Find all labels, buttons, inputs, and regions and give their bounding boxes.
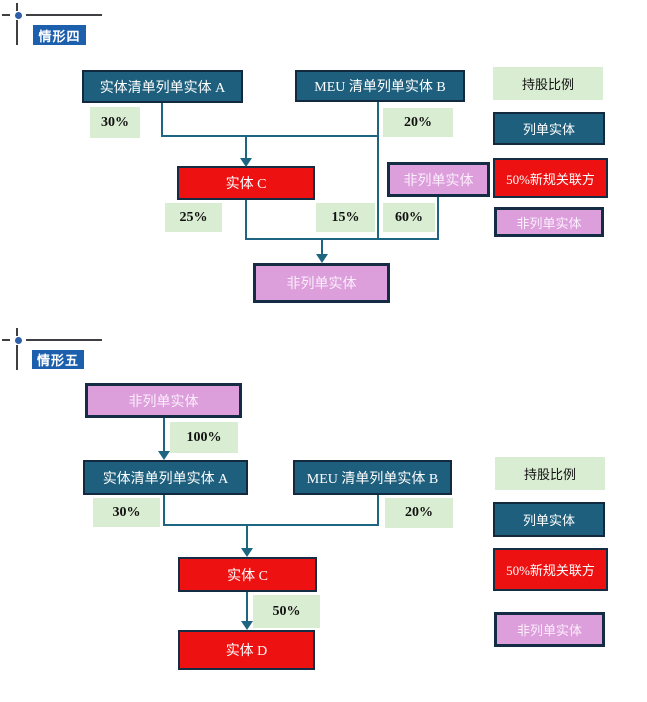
- s5-arrow-top-head-icon: [158, 451, 170, 460]
- s4-arrow-c-head-icon: [240, 158, 252, 167]
- mark-dot-icon: [15, 12, 22, 19]
- s4-connector-a-down: [161, 103, 163, 137]
- s5-entity-c-box: 实体 C: [178, 557, 317, 592]
- s5-arrow-d-stem: [246, 592, 248, 622]
- s5-legend-listed: 列单实体: [493, 502, 605, 537]
- s5-legend-unlisted: 非列单实体: [494, 612, 605, 647]
- s4-pct-b2: 15%: [316, 203, 375, 232]
- mark-dot-icon: [15, 337, 22, 344]
- mark-vline-bottom: [16, 20, 18, 45]
- s5-legend-rule50: 50%新规关联方: [493, 548, 608, 591]
- s4-unlisted-bottom-box: 非列单实体: [253, 263, 390, 303]
- s4-connector-bottom-h: [245, 238, 439, 240]
- s4-arrow-bottom-stem: [321, 238, 323, 255]
- s5-entity-a-box: 实体清单列单实体 A: [83, 460, 248, 495]
- s5-pct-top: 100%: [170, 422, 238, 453]
- mark-hline: [26, 14, 102, 16]
- mark-vline-top: [16, 3, 18, 11]
- s4-pct-a: 30%: [90, 107, 140, 138]
- s4-legend-unlisted: 非列单实体: [494, 207, 604, 237]
- s5-arrow-c-head-icon: [241, 548, 253, 557]
- mark-vline-bottom: [16, 345, 18, 370]
- s4-connector-b-down: [377, 102, 379, 239]
- s5-connector-h: [163, 524, 379, 526]
- s5-entity-b-box: MEU 清单列单实体 B: [293, 460, 452, 495]
- s5-pct-a: 30%: [93, 498, 160, 527]
- scenario4-title: 情形四: [33, 25, 86, 45]
- s5-connector-a-down: [163, 495, 165, 526]
- scenario5-title: 情形五: [32, 350, 84, 369]
- s4-legend-rule50: 50%新规关联方: [493, 158, 608, 198]
- s5-arrow-d-head-icon: [241, 621, 253, 630]
- mark-hline: [26, 339, 102, 341]
- s5-arrow-top-stem: [163, 418, 165, 452]
- s4-pct-c: 25%: [165, 203, 222, 232]
- s4-unlisted-right-box: 非列单实体: [387, 162, 490, 197]
- s4-connector-unlisted-down: [437, 197, 439, 240]
- s5-entity-d-box: 实体 D: [178, 630, 315, 670]
- s4-entity-b-box: MEU 清单列单实体 B: [295, 70, 465, 102]
- s4-pct-b: 20%: [383, 108, 453, 137]
- s4-entity-c-box: 实体 C: [177, 166, 315, 200]
- s5-pct-cd: 50%: [253, 595, 320, 628]
- s4-arrow-bottom-head-icon: [316, 254, 328, 263]
- s4-connector-top-h: [161, 135, 379, 137]
- s4-legend-listed: 列单实体: [493, 112, 605, 145]
- s5-arrow-c-stem: [246, 524, 248, 549]
- s5-pct-b: 20%: [385, 498, 453, 528]
- mark-dash: [2, 339, 10, 341]
- s4-legend-holding: 持股比例: [493, 67, 603, 100]
- s4-entity-a-box: 实体清单列单实体 A: [82, 70, 243, 103]
- s4-arrow-c-stem: [245, 135, 247, 159]
- s4-connector-c-down: [245, 200, 247, 240]
- mark-vline-top: [16, 328, 18, 336]
- s4-pct-unlisted: 60%: [383, 203, 435, 232]
- s5-unlisted-top-box: 非列单实体: [85, 383, 242, 418]
- s5-legend-holding: 持股比例: [495, 457, 605, 490]
- s5-connector-b-down: [377, 495, 379, 526]
- mark-dash: [2, 14, 10, 16]
